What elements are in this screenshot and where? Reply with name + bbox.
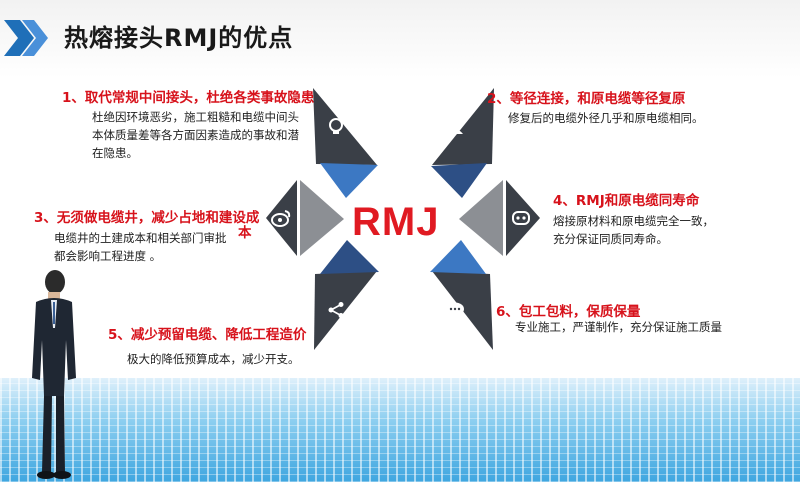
page-title: 热熔接头RMJ的优点 bbox=[64, 24, 294, 52]
diagram-triangle-2-navy bbox=[431, 163, 487, 198]
item-4-line: 熔接原材料和原电缆完全一致， bbox=[553, 214, 714, 228]
item-6-line: 专业施工，严谨制作，充分保证施工质量 bbox=[515, 320, 722, 334]
weibo-icon bbox=[271, 210, 291, 227]
diagram-triangle-4-grey bbox=[459, 180, 503, 256]
item-1-description: 杜绝因环境恶劣，施工粗糙和电缆中间头 本体质量差等各方面因素造成的事故和潜 在隐… bbox=[92, 108, 299, 162]
diagram-triangle-1-blue bbox=[320, 163, 378, 198]
floor-grid-background bbox=[0, 378, 800, 482]
diagram-triangle-1-dark bbox=[313, 88, 377, 165]
item-3-description: 电缆井的土建成本和相关部门审批 都会影响工程进度 。 bbox=[54, 229, 227, 265]
item-2-heading: 2、等径连接，和原电缆等径复原 bbox=[487, 91, 686, 107]
item-3-heading-wrap: 本 bbox=[238, 225, 252, 241]
robot-icon bbox=[512, 211, 530, 225]
item-1-line: 在隐患。 bbox=[92, 146, 138, 160]
diagram-triangle-3-grey bbox=[300, 180, 344, 256]
item-5-description: 极大的降低预算成本，减少开支。 bbox=[127, 350, 300, 368]
item-3-line: 电缆井的土建成本和相关部门审批 bbox=[54, 231, 227, 245]
item-4-description: 熔接原材料和原电缆完全一致， 充分保证同质同寿命。 bbox=[553, 212, 714, 248]
person-icon bbox=[449, 119, 463, 134]
diagram-triangle-3-dark bbox=[266, 180, 297, 256]
item-6-heading: 6、包工包料，保质保量 bbox=[496, 304, 641, 320]
item-4-heading: 4、RMJ和原电缆同寿命 bbox=[553, 193, 700, 209]
chat-icon bbox=[446, 302, 464, 318]
businessman-figure bbox=[32, 270, 76, 479]
share-icon bbox=[328, 302, 344, 318]
item-5-line: 极大的降低预算成本，减少开支。 bbox=[127, 352, 300, 366]
item-3-heading: 3、无须做电缆井，减少占地和建设成 bbox=[34, 210, 260, 226]
center-label: RMJ bbox=[352, 200, 440, 244]
title-chevron-icon bbox=[4, 20, 48, 56]
diagram-triangle-5-dark bbox=[314, 271, 377, 350]
item-2-line: 修复后的电缆外径几乎和原电缆相同。 bbox=[508, 111, 704, 125]
item-3-line: 都会影响工程进度 。 bbox=[54, 249, 162, 263]
item-2-description: 修复后的电缆外径几乎和原电缆相同。 bbox=[508, 109, 704, 127]
item-6-description: 专业施工，严谨制作，充分保证施工质量 bbox=[515, 318, 722, 336]
item-1-heading: 1、取代常规中间接头，杜绝各类事故隐患 bbox=[62, 90, 315, 106]
diagram-triangle-6-blue bbox=[430, 240, 486, 274]
header-band bbox=[0, 0, 800, 78]
item-1-line: 杜绝因环境恶劣，施工粗糙和电缆中间头 bbox=[92, 110, 299, 124]
item-1-line: 本体质量差等各方面因素造成的事故和潜 bbox=[92, 128, 299, 142]
item-5-heading: 5、减少预留电缆、降低工程造价 bbox=[108, 327, 307, 343]
diagram-triangle-2-dark bbox=[432, 88, 494, 165]
item-4-line: 充分保证同质同寿命。 bbox=[553, 232, 668, 246]
diagram-triangle-5-navy bbox=[320, 240, 379, 274]
lightbulb-icon bbox=[329, 118, 343, 134]
